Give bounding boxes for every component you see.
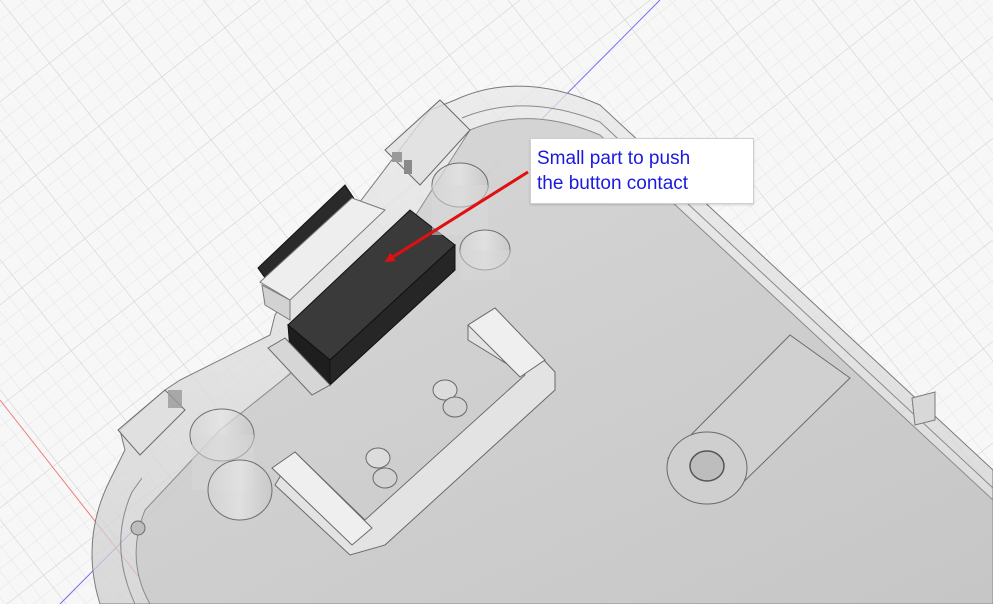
- standoff-left-b: [207, 459, 273, 521]
- pin-small-corner: [130, 520, 146, 536]
- screw-hole: [689, 450, 725, 482]
- button-body-light: [259, 197, 386, 301]
- pin-a: [432, 379, 458, 401]
- rib-wall-u-top: [467, 307, 546, 378]
- pin-b: [365, 447, 391, 469]
- pin-b-low: [372, 467, 398, 489]
- case-floor: [135, 118, 993, 604]
- wall-slot-small: [392, 152, 402, 162]
- callout-arrow: [384, 170, 529, 263]
- case-inner-rim: [461, 105, 993, 489]
- wall-notch-right: [911, 391, 936, 426]
- pin-a-low: [442, 396, 468, 418]
- annotation-callout: Small part to push the button contact: [530, 138, 754, 204]
- annotation-line-1: Small part to push: [537, 148, 691, 169]
- annotation-line-2: the button contact: [537, 173, 689, 194]
- wall-slot-small-2: [404, 160, 412, 174]
- small-block-left: [267, 337, 331, 396]
- standoff-top-b-body: [460, 250, 510, 280]
- push-part-side: [329, 243, 456, 387]
- button-body-side: [261, 284, 291, 321]
- rib-wall-u-left: [271, 451, 373, 546]
- wall-slot-left: [168, 390, 182, 408]
- case-inner-rim-left: [120, 477, 143, 604]
